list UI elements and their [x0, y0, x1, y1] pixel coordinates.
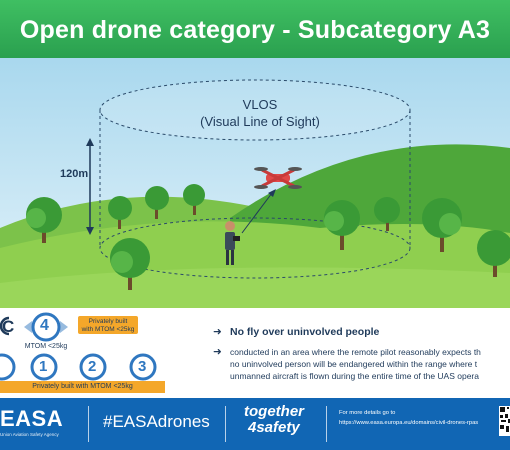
- rule2-line1: conducted in an area where the remote pi…: [230, 347, 481, 357]
- illustration-scene: VLOS (Visual Line of Sight) 120m: [0, 58, 510, 308]
- rule2-line2: no uninvolved person will be endangered …: [230, 359, 478, 369]
- vlos-label: VLOS (Visual Line of Sight): [180, 96, 340, 130]
- row2-note-box: [0, 381, 165, 393]
- more-details-link[interactable]: https://www.easa.europa.eu/domains/civil…: [339, 420, 479, 426]
- title-banner: Open drone category - Subcategory A3: [0, 0, 510, 58]
- tree-icon: [374, 197, 400, 231]
- tree-icon: [26, 197, 62, 243]
- class4-note-line1: Privately built: [88, 318, 128, 325]
- footer-divider: [326, 406, 327, 442]
- easa-logo[interactable]: EASA: [0, 406, 64, 431]
- class4-number: 4: [40, 317, 49, 334]
- class2-badge-icon: [79, 353, 107, 381]
- tree-icon: [108, 196, 132, 229]
- tree-icon: [324, 200, 360, 250]
- landscape-illustration: [0, 58, 510, 308]
- hashtag[interactable]: #EASAdrones: [103, 412, 210, 431]
- ce-mark-letter: C: [2, 317, 15, 336]
- height-label: 120m: [60, 168, 89, 180]
- class1-number: 1: [39, 358, 48, 375]
- class4-mtom: MTOM <25kg: [24, 343, 68, 350]
- footer-bar: EASA Union Aviation Safety Agency #EASAd…: [0, 398, 510, 450]
- ce-mark-icon: [0, 316, 10, 336]
- rule2-line3: unmanned aircraft is flown during the en…: [230, 371, 479, 381]
- class4-note-box: [78, 316, 138, 334]
- class3-number: 3: [138, 358, 147, 375]
- footer-divider: [225, 406, 226, 442]
- easa-logo-subtitle: Union Aviation Safety Agency: [0, 432, 59, 437]
- class3-badge-icon: [129, 353, 157, 381]
- tree-icon: [183, 184, 205, 215]
- class4-badge-icon: [24, 312, 68, 342]
- arrow-right-icon: ➜: [213, 326, 222, 338]
- arrow-right-icon: ➜: [213, 346, 222, 358]
- slogan-line2: 4safety: [248, 419, 300, 436]
- more-details-label: For more details go to: [339, 410, 396, 416]
- rule1-text: No fly over uninvolved people: [230, 326, 380, 338]
- class2-number: 2: [88, 358, 97, 375]
- vlos-subtitle: (Visual Line of Sight): [200, 114, 320, 129]
- tree-icon: [422, 198, 462, 252]
- slogan-line1: together: [244, 403, 304, 420]
- footer-divider: [88, 406, 89, 442]
- vlos-title: VLOS: [242, 97, 278, 112]
- drone-icon: [254, 167, 302, 189]
- tree-icon: [110, 238, 150, 290]
- row2-note: Privately built with MTOM <25kg: [32, 383, 133, 390]
- info-panel: C 4 Privately built with MTOM <25kg MTOM…: [0, 308, 510, 398]
- class0-badge-icon: [0, 353, 16, 381]
- page-title: Open drone category - Subcategory A3: [19, 16, 491, 44]
- class-marks: [0, 312, 165, 393]
- class1-badge-icon: [30, 353, 58, 381]
- tree-icon: [145, 186, 169, 219]
- qr-code-icon[interactable]: [499, 406, 510, 436]
- pilot-icon: [225, 221, 240, 265]
- class4-note-line2: with MTOM <25kg: [81, 326, 135, 333]
- tree-icon: [477, 230, 510, 277]
